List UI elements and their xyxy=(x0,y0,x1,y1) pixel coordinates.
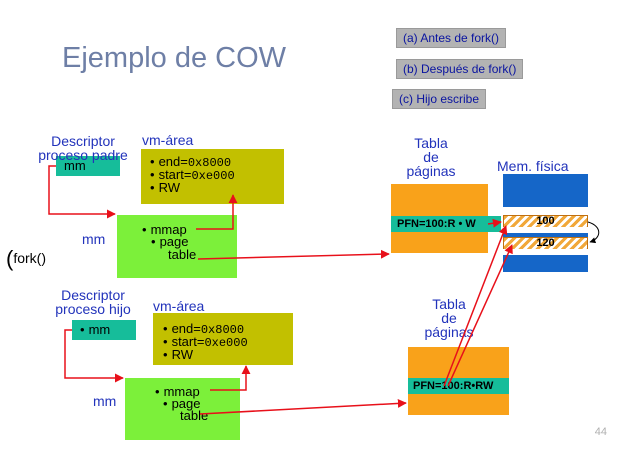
parent-mm-struct-box xyxy=(117,215,237,278)
arrow-bottom-pte-to-frame120 xyxy=(447,244,513,387)
parent-mm-page: page xyxy=(151,234,188,249)
child-descriptor-label: Descriptor proceso hijo xyxy=(55,287,131,317)
page-table-bottom-entry: PFN=100:R•RW xyxy=(413,380,494,392)
child-vm-area-fields: end=0x8000 start=0xe000 RW xyxy=(163,322,248,361)
parent-mm-field-label: mm xyxy=(64,158,86,173)
page-table-top-entry-row xyxy=(391,216,501,232)
fork-arc-icon: ( xyxy=(6,246,14,271)
child-mm-struct-box xyxy=(125,378,240,440)
child-mm-field xyxy=(72,320,136,340)
child-mm-table: table xyxy=(180,408,209,423)
child-vm-area-label: vm-área xyxy=(153,298,205,314)
child-mm-page: page xyxy=(163,396,200,411)
child-mm-label: mm xyxy=(93,393,117,409)
slide-title: Ejemplo de COW xyxy=(62,42,287,74)
page-table-bottom-label: Tabla de páginas xyxy=(424,296,474,340)
arrow-parent-desc-to-mm xyxy=(48,165,116,219)
arrow-parent-mmap-to-vm xyxy=(196,194,238,230)
arrow-parent-table-to-pt xyxy=(197,249,390,260)
arrow-top-pte-to-frame100 xyxy=(487,218,502,228)
step-after-fork-button[interactable]: (b) Después de fork() xyxy=(396,59,524,79)
arrow-child-mmap-to-vm xyxy=(210,365,251,391)
arrow-bottom-pte-to-frame100 xyxy=(443,225,508,387)
arrow-copy-frame xyxy=(587,221,600,244)
physical-memory-label: Mem. física xyxy=(497,158,569,174)
page-number: 44 xyxy=(594,426,607,438)
parent-mm-field xyxy=(56,156,120,176)
step-child-writes-button[interactable]: (c) Hijo escribe xyxy=(392,89,487,109)
child-mm-mmap: mmap xyxy=(155,384,200,399)
page-table-top-entry: PFN=100:R • W xyxy=(397,218,476,230)
parent-mm-table: table xyxy=(168,247,197,262)
physical-memory-gap-2 xyxy=(503,227,588,233)
page-table-top-label: Tabla de páginas xyxy=(406,135,456,179)
parent-mm-label: mm xyxy=(82,231,106,247)
page-table-bottom-entry-row xyxy=(408,378,509,394)
physical-memory-gap-1 xyxy=(503,207,588,215)
arrow-child-table-to-pt xyxy=(199,398,407,415)
parent-vm-area-fields: end=0x8000 start=0xe000 RW xyxy=(150,155,235,194)
physical-memory-gap-3 xyxy=(503,249,588,255)
child-mm-field-label: mm xyxy=(80,322,110,337)
step-before-fork-button[interactable]: (a) Antes de fork() xyxy=(396,28,507,48)
parent-descriptor-label: Descriptor proceso padre xyxy=(38,133,128,163)
parent-vm-area-label: vm-área xyxy=(142,132,194,148)
parent-mm-mmap: mmap xyxy=(142,222,187,237)
arrow-child-desc-to-mm xyxy=(64,329,124,383)
fork-label: (fork() xyxy=(6,246,46,271)
